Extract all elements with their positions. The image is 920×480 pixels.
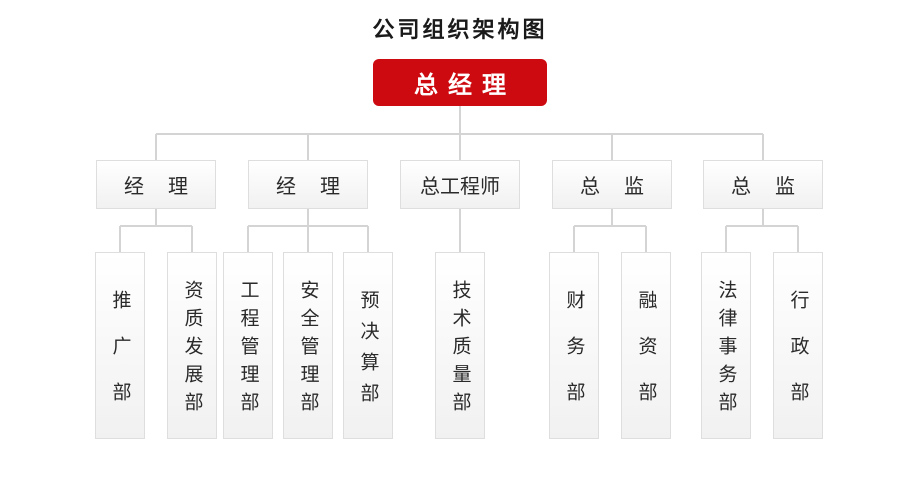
chart-title: 公司组织架构图 <box>372 17 548 43</box>
root-node-general-manager: 总经理 <box>373 59 547 106</box>
dept-node-safety-management: 安全管理部 <box>283 252 333 439</box>
dept-node-qualification-development: 资质发展部 <box>167 252 217 439</box>
dept-node-legal-affairs: 法律事务部 <box>701 252 751 439</box>
level1-node-director-1: 总监 <box>552 160 672 209</box>
dept-node-budget-settlement: 预决算部 <box>343 252 393 439</box>
dept-node-finance: 财务部 <box>549 252 599 439</box>
dept-node-administration: 行政部 <box>773 252 823 439</box>
dept-node-promotion: 推广部 <box>95 252 145 439</box>
level1-node-manager-1: 经理 <box>96 160 216 209</box>
dept-node-financing: 融资部 <box>621 252 671 439</box>
level1-node-director-2: 总监 <box>703 160 823 209</box>
level1-node-manager-2: 经理 <box>248 160 368 209</box>
level1-node-chief-engineer: 总工程师 <box>400 160 520 209</box>
dept-node-technical-quality: 技术质量部 <box>435 252 485 439</box>
dept-node-engineering-management: 工程管理部 <box>223 252 273 439</box>
